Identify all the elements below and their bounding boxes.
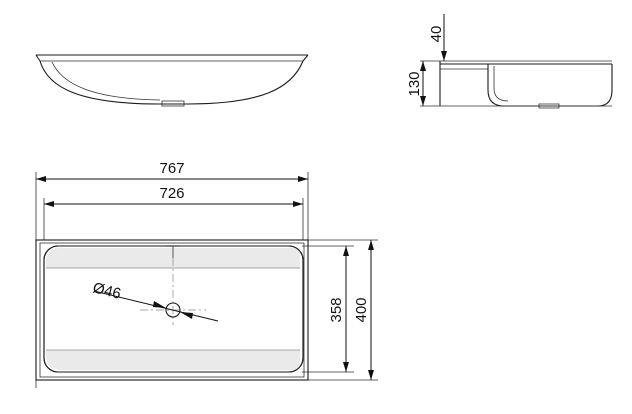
front-elevation-view	[35, 54, 309, 107]
dim-inner-length: 726	[159, 185, 184, 202]
drain-hole	[165, 302, 181, 318]
dim-depth-flange: 40	[428, 26, 445, 43]
plan-view: Ø46 767 726 358 400	[35, 160, 378, 388]
dim-overall-width: 400	[353, 297, 370, 322]
side-section-view: 40 130	[406, 14, 613, 109]
dim-overall-length: 767	[159, 160, 184, 177]
dim-depth-total: 130	[406, 71, 423, 96]
dim-drain-diameter: Ø46	[91, 279, 123, 302]
dim-inner-width: 358	[328, 297, 345, 322]
